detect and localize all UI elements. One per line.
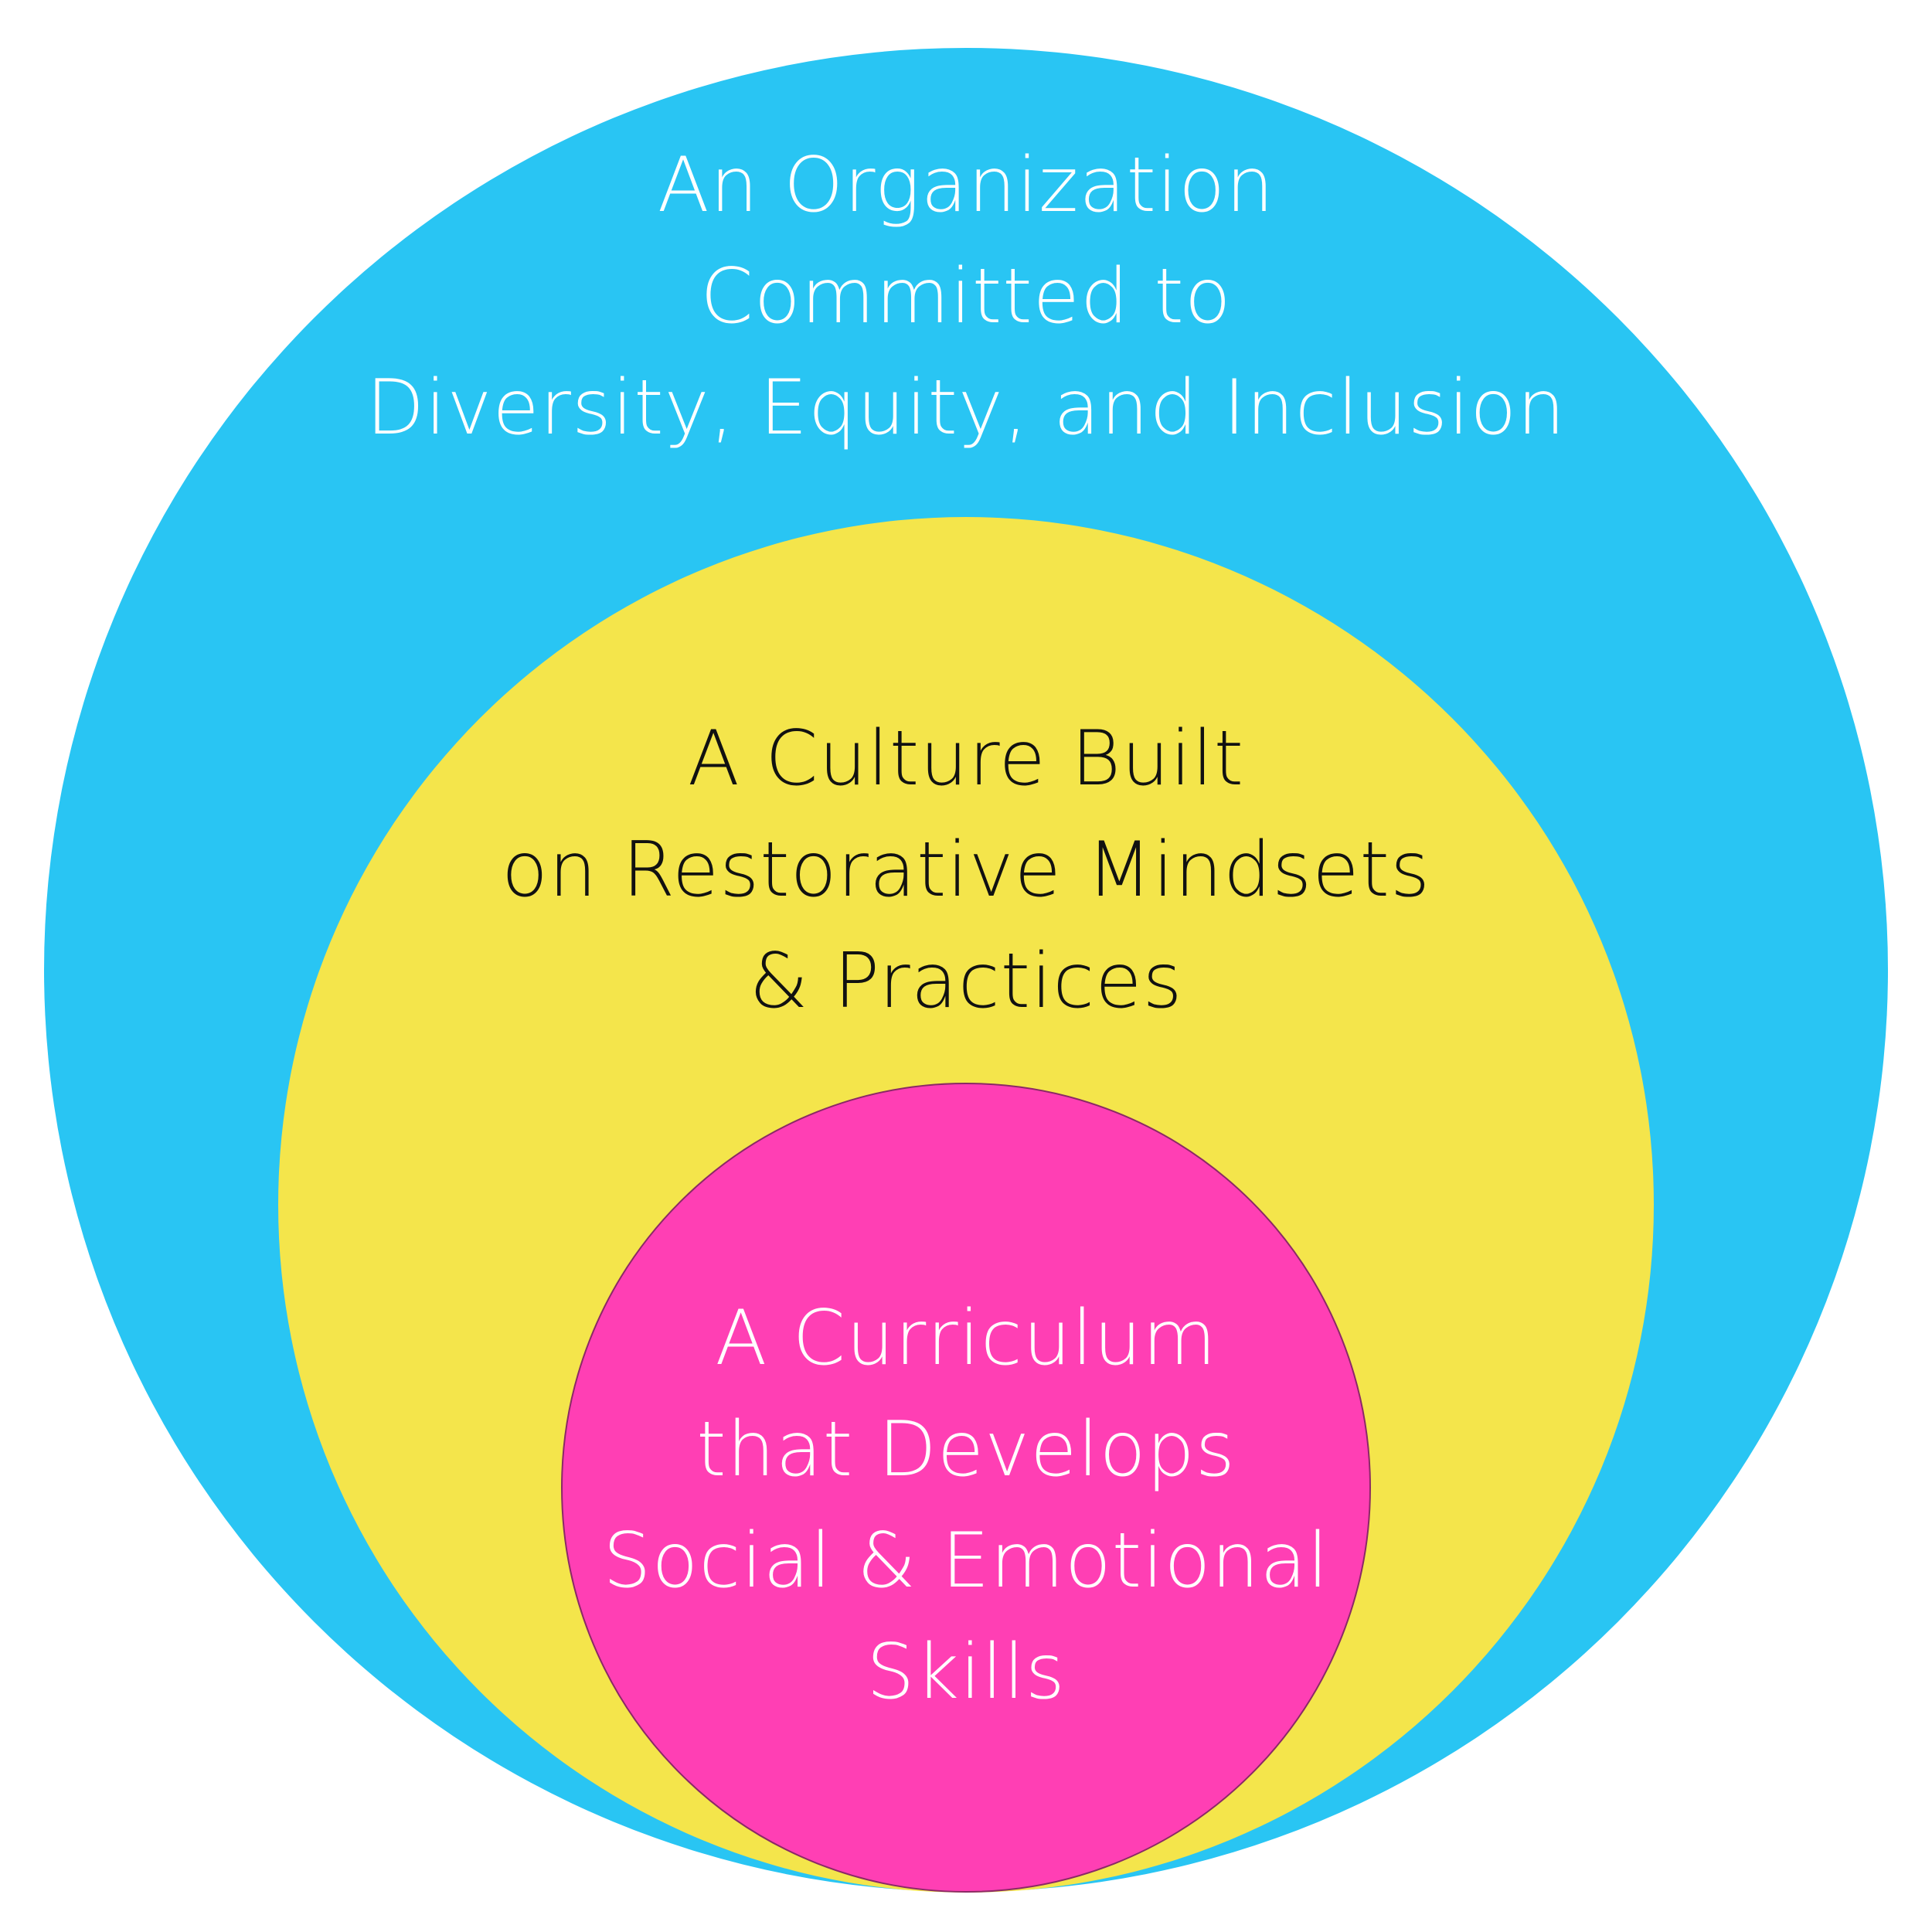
outer-circle-label: An Organization Committed to Diversity, … [0, 130, 1932, 464]
inner-circle-label: A Curriculum that Develops Social & Emot… [0, 1283, 1932, 1728]
outer-label-line-1: An Organization [657, 141, 1275, 230]
inner-label-line-1: A Curriculum [715, 1294, 1217, 1383]
inner-label-line-3: Social & Emotional [603, 1517, 1329, 1605]
inner-label-line-2: that Develops [696, 1406, 1236, 1494]
outer-label-line-3: Diversity, Equity, and Inclusion [366, 364, 1566, 452]
middle-label-line-3: & Practices [749, 937, 1183, 1026]
middle-circle-label: A Culture Built on Restorative Mindsets … [0, 703, 1932, 1037]
middle-label-line-2: on Restorative Mindsets [501, 826, 1430, 914]
middle-label-line-1: A Culture Built [687, 715, 1245, 803]
outer-label-line-2: Committed to [700, 253, 1232, 341]
inner-circle-curriculum [561, 1083, 1371, 1893]
inner-label-line-4: Skills [866, 1628, 1066, 1716]
